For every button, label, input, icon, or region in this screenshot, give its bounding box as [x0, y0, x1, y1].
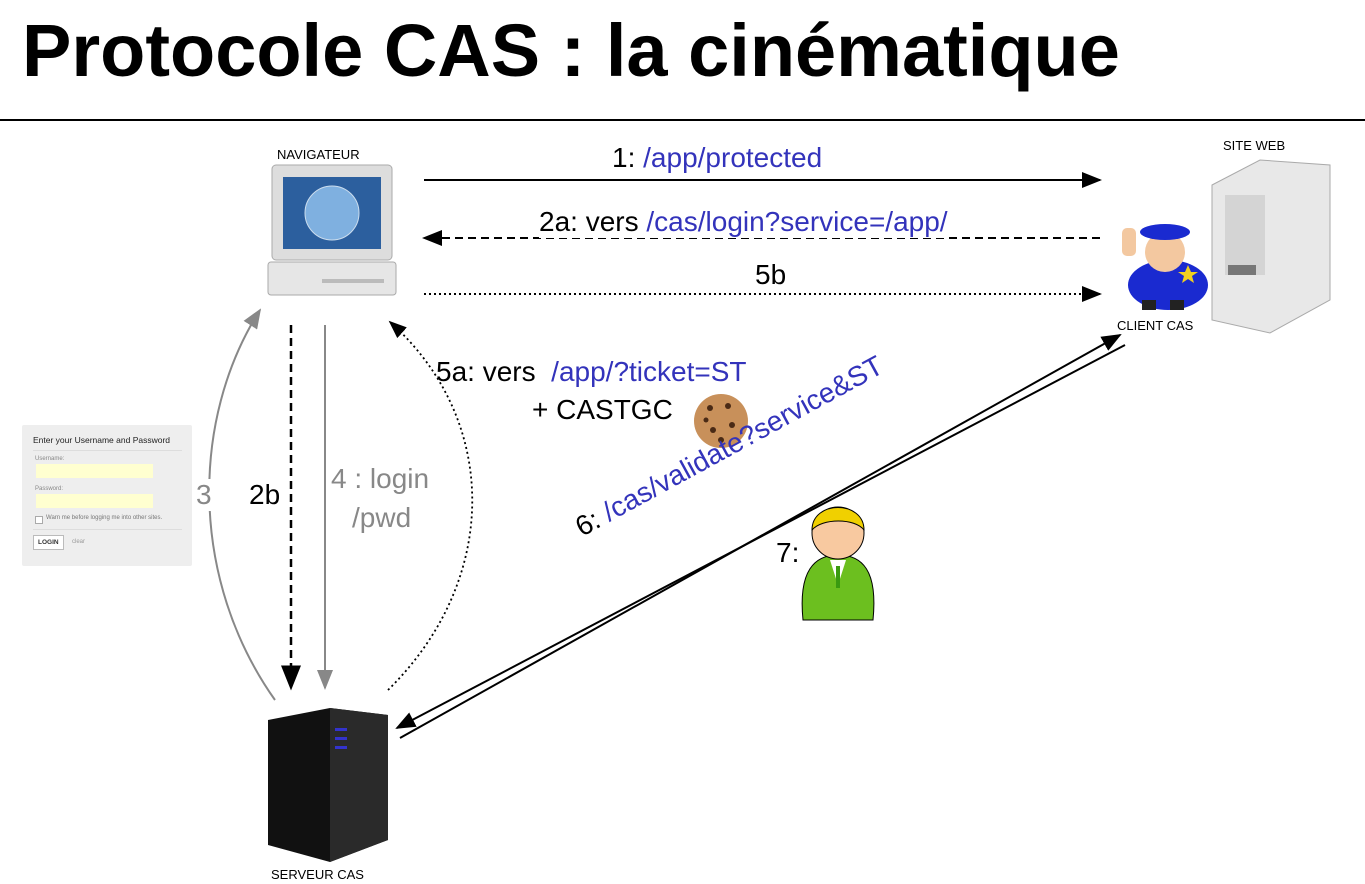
login-form-screenshot: Enter your Username and Password Usernam…: [22, 425, 192, 566]
cookie-icon: [694, 394, 748, 448]
warn-label: Warn me before logging me into other sit…: [46, 515, 163, 521]
computer-icon: [267, 164, 397, 296]
divider: [33, 450, 182, 451]
step-2b-label: 2b: [249, 479, 281, 511]
step-1-label: 1: /app/protected: [612, 142, 823, 173]
warn-checkbox[interactable]: [35, 516, 43, 524]
password-label: Password:: [35, 486, 64, 492]
node-label-client: CLIENT CAS: [1117, 318, 1194, 333]
step-5b-label: 5b: [755, 259, 787, 290]
page-title: Protocole CAS : la cinématique: [22, 9, 1120, 92]
login-button[interactable]: LOGIN: [33, 535, 64, 550]
node-label-site: SITE WEB: [1223, 138, 1286, 153]
user-icon: [801, 506, 875, 621]
password-input[interactable]: [35, 493, 154, 509]
node-label-server: SERVEUR CAS: [271, 867, 364, 882]
step-3-label: 3: [196, 479, 212, 511]
arrow-step-6-response: [395, 344, 1126, 729]
step-2a-label: 2a: vers /cas/login?service=/app/: [539, 206, 948, 238]
username-input[interactable]: [35, 463, 154, 479]
step-5a-cookie-label: + CASTGC: [532, 394, 673, 425]
arrow-step-5a: [387, 320, 474, 691]
step-4-label-2: /pwd: [352, 502, 412, 533]
divider: [33, 529, 182, 530]
policeman-icon: [1122, 224, 1208, 310]
node-label-browser: NAVIGATEUR: [277, 147, 360, 162]
login-heading: Enter your Username and Password: [33, 435, 171, 445]
cas-server-icon: [268, 708, 388, 862]
step-7-label: 7:: [776, 537, 800, 568]
clear-link[interactable]: clear: [72, 539, 86, 545]
web-server-icon: [1211, 159, 1331, 334]
step-5a-label: 5a: vers /app/?ticket=ST: [436, 356, 747, 387]
username-label: Username:: [35, 456, 65, 462]
step-4-label: 4 : login: [331, 463, 430, 495]
